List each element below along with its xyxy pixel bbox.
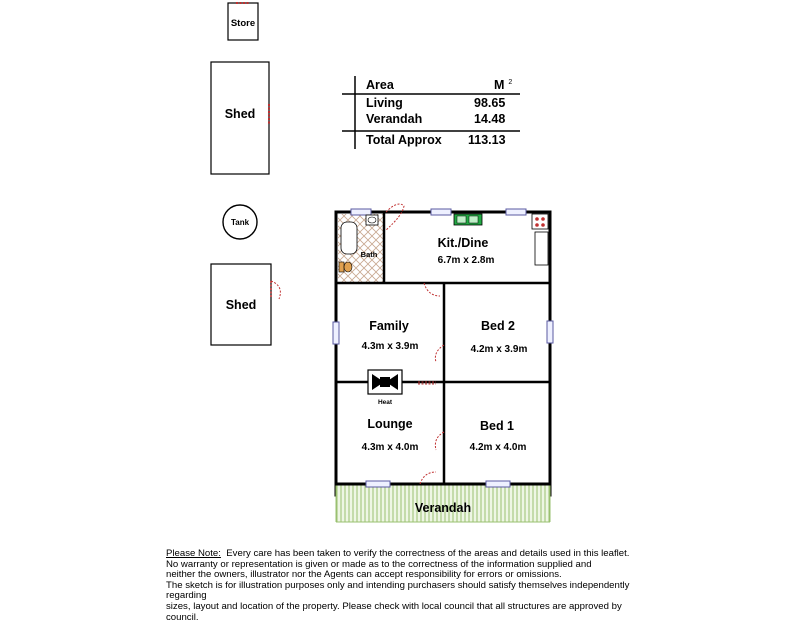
- verandah-label: Verandah: [415, 501, 471, 515]
- bath-label: Bath: [361, 250, 378, 259]
- shed-bottom-building: Shed: [210, 263, 281, 346]
- kitchen-label: Kit./Dine: [438, 236, 489, 250]
- house: [332, 203, 554, 523]
- disclaimer-text-1: Every care has been taken to verify the …: [226, 548, 630, 559]
- tank-label: Tank: [231, 218, 250, 227]
- area-table-lines: [342, 76, 520, 149]
- shed-top-label: Shed: [225, 107, 256, 121]
- area-unit-sup: 2: [508, 78, 513, 86]
- area-header-label: Area: [366, 78, 394, 92]
- verandah-area-value: 14.48: [474, 112, 506, 126]
- floor-plan: Store Shed Tank Shed: [210, 2, 554, 523]
- bed1-label: Bed 1: [480, 419, 514, 433]
- shed-top-building: Shed: [210, 61, 270, 175]
- living-value: 98.65: [474, 96, 506, 110]
- living-label: Living: [366, 96, 403, 110]
- bed2-label: Bed 2: [481, 319, 515, 333]
- family-size: 4.3m x 3.9m: [362, 341, 419, 352]
- heater-label: Heat: [378, 399, 393, 406]
- area-unit: M: [494, 78, 505, 92]
- tank: Tank: [222, 204, 258, 240]
- kitchen-size: 6.7m x 2.8m: [438, 255, 495, 266]
- family-label: Family: [369, 319, 409, 333]
- lounge-label: Lounge: [367, 417, 412, 431]
- total-value: 113.13: [468, 133, 506, 147]
- disclaimer-line-3: neither the owners, illustrator nor the …: [166, 569, 562, 581]
- disclaimer-line-4: The sketch is for illustration purposes …: [166, 579, 630, 602]
- store-label: Store: [231, 18, 255, 29]
- disclaimer: Please Note: Every care has been taken t…: [166, 548, 646, 623]
- bed2-size: 4.2m x 3.9m: [471, 344, 528, 355]
- shed-bottom-label: Shed: [226, 298, 257, 312]
- verandah-area-label: Verandah: [366, 112, 423, 126]
- disclaimer-line-2: No warranty or representation is given o…: [166, 558, 592, 570]
- lounge-size: 4.3m x 4.0m: [362, 442, 419, 453]
- bed1-size: 4.2m x 4.0m: [470, 442, 527, 453]
- disclaimer-heading: Please Note:: [166, 548, 221, 559]
- disclaimer-line-5: sizes, layout and location of the proper…: [166, 600, 622, 623]
- disclaimer-line-1: Please Note: Every care has been taken t…: [166, 548, 646, 560]
- store-building: Store: [227, 2, 259, 41]
- total-label: Total Approx: [366, 133, 442, 147]
